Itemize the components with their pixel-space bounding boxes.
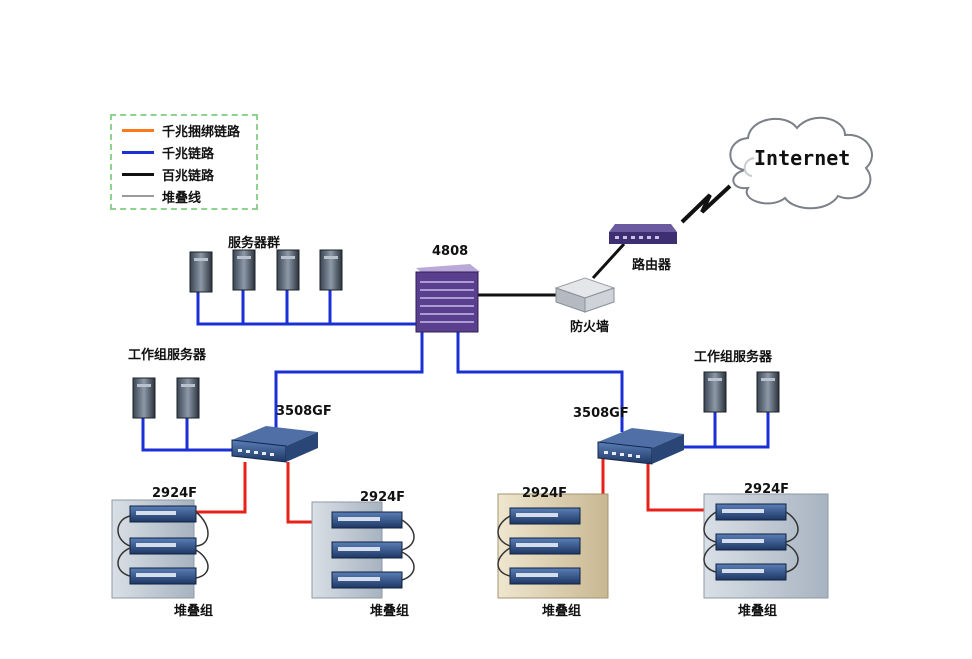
stack-cable — [703, 511, 799, 573]
stack-cable — [117, 511, 209, 579]
internet-label: Internet — [754, 146, 851, 170]
link-core-agg-right — [456, 330, 624, 432]
workgroup-servers-left — [132, 377, 200, 419]
server-group — [189, 249, 343, 293]
aggregation-switch-right-icon — [597, 428, 684, 465]
aggregation-switch-right-label: 3508GF — [573, 406, 629, 421]
legend: 千兆捆绑链路 千兆链路 百兆链路 堆叠线 — [110, 114, 258, 210]
bundle-link-1 — [196, 462, 247, 514]
access-switch-label: 2924F — [744, 482, 790, 497]
access-switch-icon — [715, 533, 787, 551]
access-switch-icon — [715, 563, 787, 581]
stack-group-4 — [703, 493, 829, 599]
access-switch-label: 2924F — [360, 490, 406, 505]
server-icon — [189, 251, 213, 293]
link-core-agg-left — [274, 330, 424, 430]
server-icon — [319, 249, 343, 291]
server-icon — [132, 377, 156, 419]
firewall-label: 防火墙 — [570, 320, 610, 335]
access-switch-label: 2924F — [522, 486, 568, 501]
stack-group-2 — [311, 501, 415, 599]
internet-cloud-icon — [729, 116, 873, 210]
stack-group-label: 堆叠组 — [370, 604, 410, 619]
legend-item: 千兆链路 — [122, 142, 214, 162]
legend-label: 千兆链路 — [162, 146, 215, 162]
access-switch-icon — [129, 567, 197, 585]
links — [141, 184, 770, 524]
stack-cable — [497, 515, 511, 577]
server-icon — [232, 249, 256, 291]
legend-swatch — [122, 150, 154, 154]
legend-item: 堆叠线 — [122, 186, 201, 206]
link-wg-right — [680, 412, 770, 449]
aggregation-switch-left-label: 3508GF — [276, 404, 332, 419]
access-switch-icon — [509, 567, 581, 585]
link-server-bus — [196, 292, 420, 326]
link-router-internet — [680, 184, 732, 224]
access-switch-label: 2924F — [152, 486, 198, 501]
stack-group-label: 堆叠组 — [542, 604, 582, 619]
stack-group-1 — [111, 499, 209, 599]
server-icon — [176, 377, 200, 419]
access-switch-icon — [509, 537, 581, 555]
stack-group-label: 堆叠组 — [738, 604, 778, 619]
link-wg-left — [141, 418, 232, 452]
server-icon — [756, 371, 780, 413]
legend-swatch — [122, 128, 154, 132]
legend-label: 百兆链路 — [162, 168, 215, 184]
router-label: 路由器 — [632, 258, 672, 273]
access-switch-icon — [331, 571, 403, 589]
workgroup-servers-right — [703, 371, 780, 413]
server-icon — [703, 371, 727, 413]
server-icon — [276, 249, 300, 291]
access-switch-icon — [331, 511, 403, 529]
workgroup-server-left-label: 工作组服务器 — [128, 348, 207, 363]
core-switch-label: 4808 — [432, 244, 469, 259]
access-switch-icon — [129, 537, 197, 555]
access-switch-icon — [129, 505, 197, 523]
stack-cable — [401, 519, 415, 581]
legend-label: 堆叠线 — [162, 190, 202, 206]
link-firewall-router — [591, 242, 626, 280]
stack-group-label: 堆叠组 — [174, 604, 214, 619]
workgroup-server-right-label: 工作组服务器 — [694, 350, 773, 365]
aggregation-switch-left-icon — [231, 426, 318, 463]
legend-label: 千兆捆绑链路 — [162, 124, 241, 140]
bundle-link-4 — [646, 455, 716, 512]
router-icon — [609, 224, 677, 244]
access-switch-icon — [715, 503, 787, 521]
stack-group-3 — [497, 493, 609, 599]
access-switch-icon — [331, 541, 403, 559]
access-switch-icon — [509, 507, 581, 525]
firewall-icon — [554, 277, 616, 313]
core-switch-icon — [415, 264, 480, 333]
server-group-label: 服务器群 — [228, 236, 281, 251]
legend-item: 百兆链路 — [122, 164, 214, 184]
legend-swatch — [122, 172, 154, 176]
legend-item: 千兆捆绑链路 — [122, 120, 240, 140]
legend-swatch — [122, 195, 154, 197]
